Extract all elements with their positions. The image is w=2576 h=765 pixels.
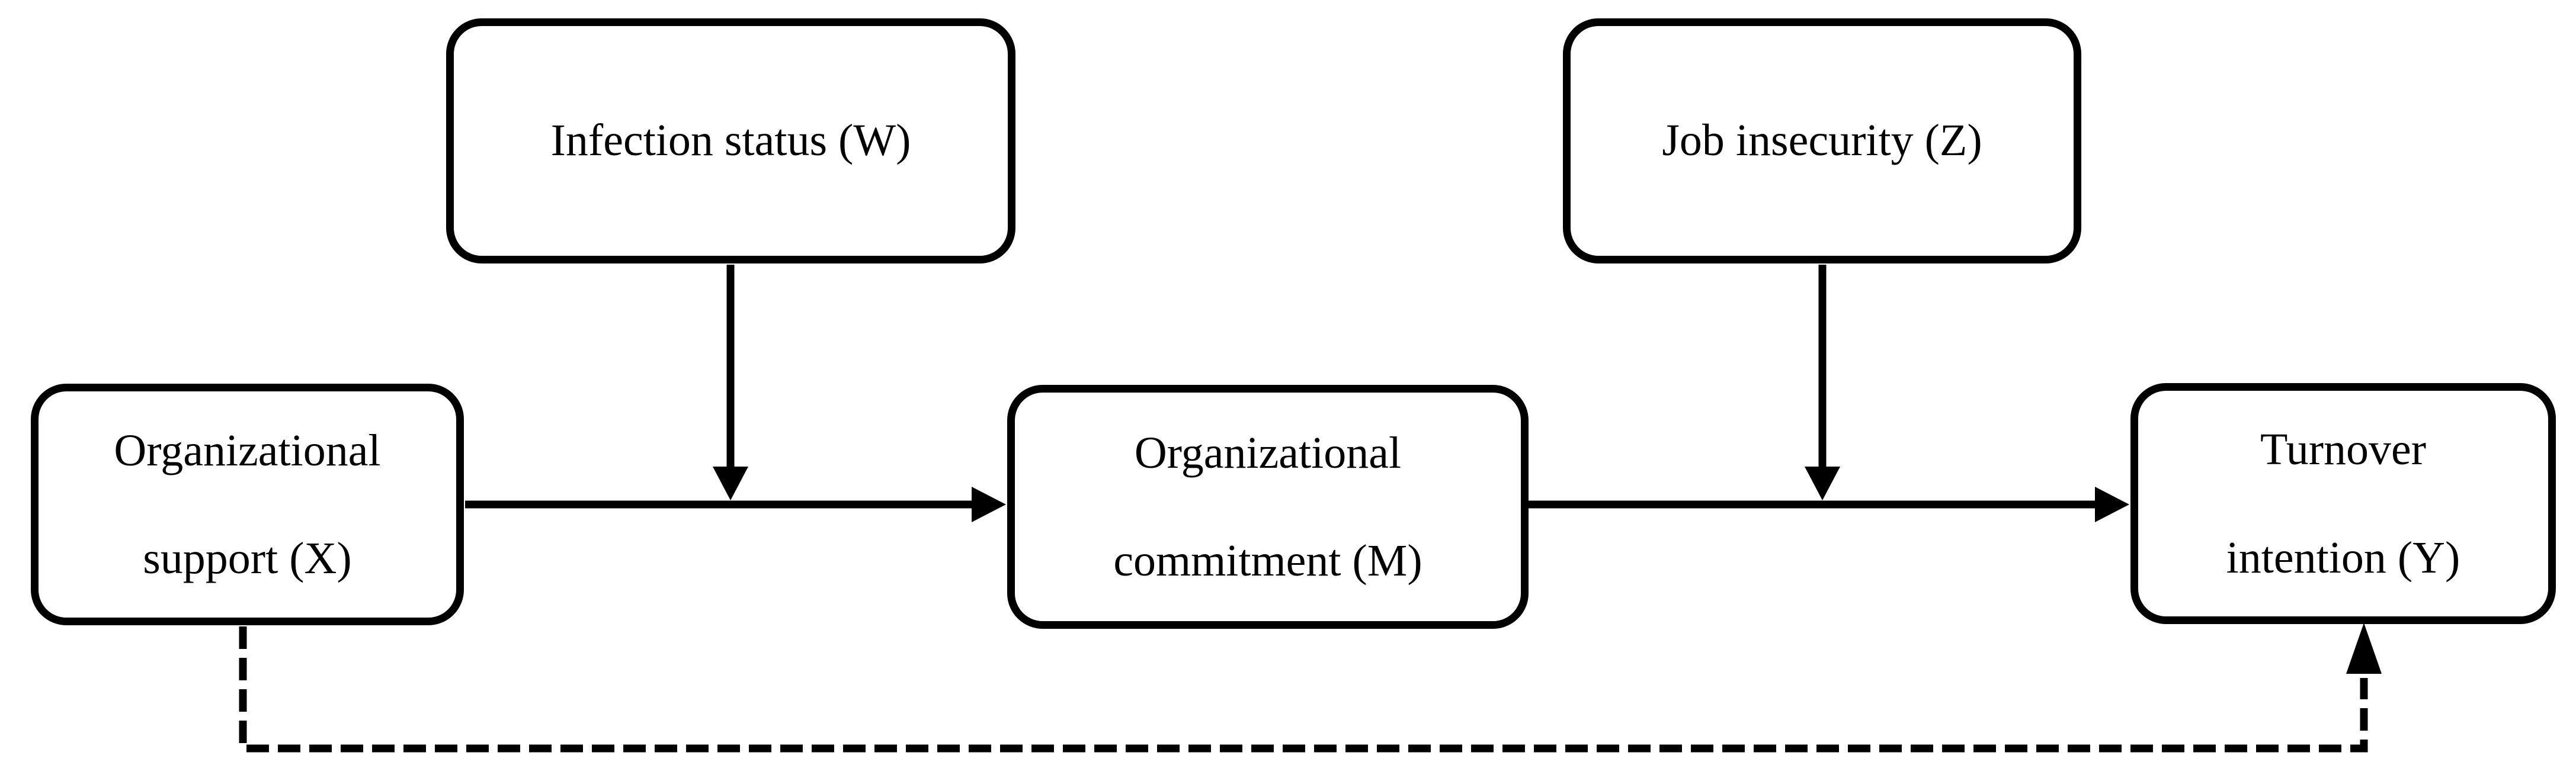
box-organizational-support-line1: Organizational: [114, 425, 381, 475]
box-job-insecurity: Job insecurity (Z): [1563, 18, 2081, 263]
arrowhead-up-icon: [2346, 623, 2382, 674]
box-infection-status: Infection status (W): [446, 18, 1015, 263]
arrowhead-right-icon: [972, 487, 1006, 522]
arrow-m-to-y: [1529, 487, 2129, 522]
arrow-z-moderation: [1805, 265, 1840, 500]
arrowhead-down-icon: [1805, 467, 1840, 500]
arrow-w-moderation: [713, 265, 748, 500]
box-turnover-intention-line2: intention (Y): [2226, 532, 2460, 583]
box-organizational-commitment: Organizational commitment (M): [1007, 385, 1529, 629]
box-organizational-commitment-line1: Organizational: [1134, 427, 1402, 478]
box-turnover-intention: Turnover intention (Y): [2130, 383, 2556, 624]
box-organizational-support-line2: support (X): [143, 533, 352, 583]
arrowhead-right-icon: [2095, 487, 2129, 522]
arrow-x-to-m: [465, 487, 1006, 522]
box-organizational-support: Organizational support (X): [31, 384, 464, 625]
arrowhead-down-icon: [713, 467, 748, 500]
box-organizational-commitment-line2: commitment (M): [1113, 536, 1422, 586]
box-infection-status-label: Infection status (W): [550, 115, 911, 166]
box-job-insecurity-label: Job insecurity (Z): [1662, 115, 1982, 166]
box-turnover-intention-line1: Turnover: [2260, 425, 2427, 475]
arrow-x-to-y-dashed: [239, 623, 2382, 753]
